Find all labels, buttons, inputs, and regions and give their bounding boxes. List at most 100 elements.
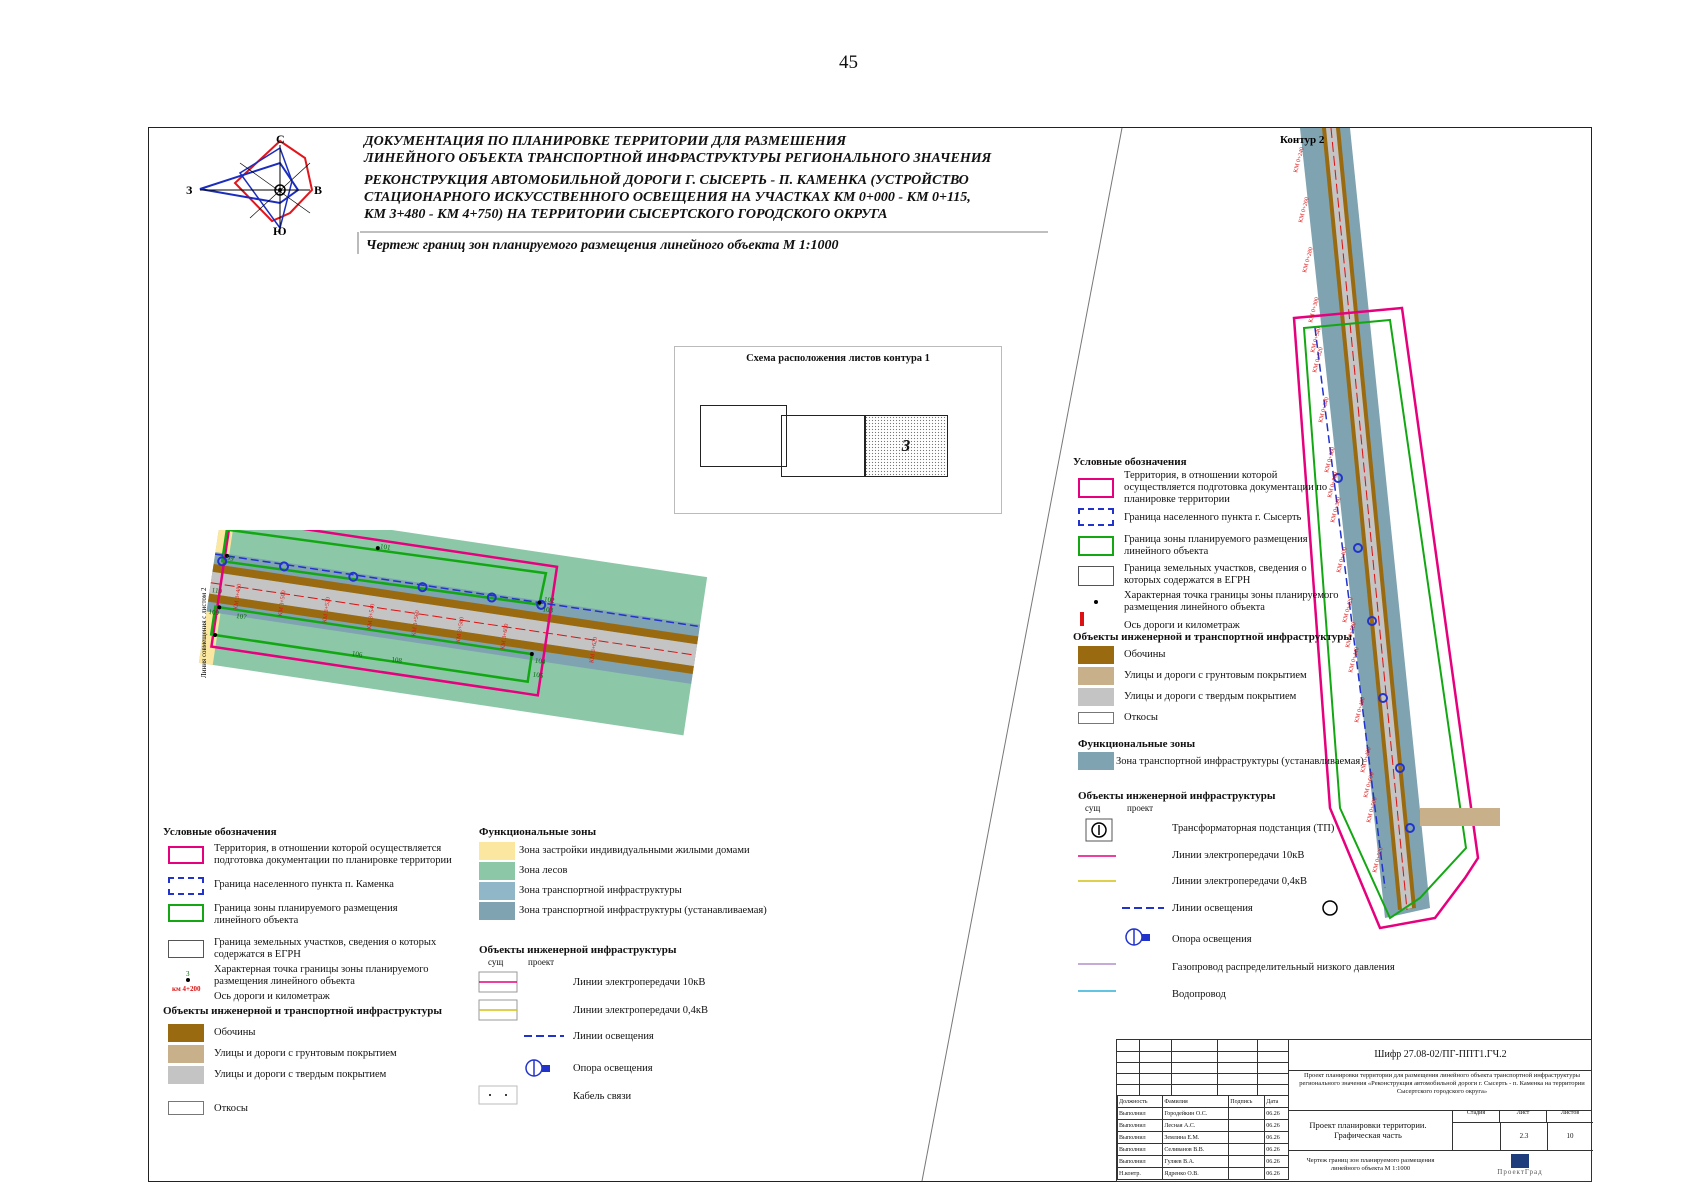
stamp-cell: [1228, 1119, 1266, 1132]
legend-right-eng-item: Газопровод распределительный низкого дав…: [1172, 962, 1395, 973]
legend-right-eng-item: Водопровод: [1172, 989, 1226, 1000]
map-contour-2: Контур 2 КМ 0+240 КМ 0+260 КМ 0+280 КМ 0…: [1280, 128, 1500, 930]
stamp-sheet-header: Лист: [1500, 1110, 1547, 1123]
legend-right-infra-item: Улицы и дороги с твердым покрытием: [1124, 691, 1297, 702]
engineering-left-item: Линии освещения: [573, 1031, 654, 1042]
legend-left-item: Ось дороги и километраж: [214, 991, 330, 1002]
stamp-stage-header: Стадия: [1453, 1110, 1500, 1123]
shoulder-bottom: [208, 593, 694, 675]
engineering-left-item: Опора освещения: [573, 1063, 653, 1074]
stamp-cell: Выполнил: [1116, 1155, 1164, 1168]
legend-right-item: Граница зоны планируемого размещения лин…: [1124, 534, 1308, 557]
zone-swatch: [168, 904, 204, 922]
legend-right-eng-item: Линии электропередачи 0,4кВ: [1172, 876, 1308, 887]
compass-n-label: С: [276, 133, 285, 146]
point-108: 108: [391, 655, 403, 665]
side-road: [1420, 808, 1500, 826]
compass-e-label: В: [314, 183, 322, 197]
zones-left-item: Зона транспортной инфраструктуры (устана…: [519, 905, 767, 916]
map-contour-1: 98 97 99 100 101 102 103 104 105 106 107…: [198, 530, 708, 736]
point-swatch: [1094, 600, 1098, 604]
transport-swatch: [479, 882, 515, 900]
stamp-cell: Городейкин О.С.: [1162, 1107, 1230, 1120]
compass-s-label: Ю: [273, 224, 287, 238]
legend-right-infra-item: Обочины: [1124, 649, 1166, 660]
title-line-3: РЕКОНСТРУКЦИЯ АВТОМОБИЛЬНОЙ ДОРОГИ Г. СЫ…: [364, 173, 969, 188]
engineering-left-item: Линии электропередачи 10кВ: [573, 977, 706, 988]
stamp-header: Фамилия: [1162, 1095, 1230, 1108]
point-110: 110: [211, 586, 223, 595]
lighting-poles: [217, 556, 547, 610]
engineering-left-heading: Объекты инженерной инфраструктуры: [479, 944, 677, 956]
zones-left-heading: Функциональные зоны: [479, 826, 597, 838]
legend-left-item: Граница зоны планируемого размещения лин…: [214, 903, 398, 926]
legend-left-infra-item: Откосы: [214, 1103, 248, 1114]
point-103: 103: [542, 605, 554, 615]
territory-swatch: [168, 846, 204, 864]
km-label: КМ 3+560: [411, 610, 421, 637]
road-axis: [1330, 128, 1408, 911]
drawing-subtitle: Чертеж границ зон планируемого размещени…: [366, 238, 839, 253]
dirt-road-swatch: [168, 1045, 204, 1063]
stamp-cell: [1228, 1167, 1266, 1180]
boundary-points: [213, 546, 542, 657]
km-sample: км 4+200: [172, 985, 201, 993]
km-label: КМ 3+540: [367, 603, 377, 630]
legend-left-infra-item: Улицы и дороги с грунтовым покрытием: [214, 1048, 397, 1059]
title-line-2: ЛИНЕЙНОГО ОБЪЕКТА ТРАНСПОРТНОЙ ИНФРАСТРУ…: [364, 151, 992, 166]
company-logo: ПроектГрад: [1465, 1154, 1575, 1180]
km-label: КМ 0+340: [1318, 397, 1331, 424]
stamp-cell: [1228, 1131, 1266, 1144]
km-label: КМ 3+500: [278, 590, 288, 617]
km-label: КМ 0+300: [1308, 297, 1321, 324]
road-axis: [210, 582, 696, 656]
legend-right-zones-item: Зона транспортной инфраструктуры (устана…: [1116, 756, 1364, 767]
stamp-cell: 06.26: [1264, 1107, 1289, 1120]
lighting-poles: [1333, 473, 1415, 833]
lighting-line: [215, 553, 700, 628]
scheme-sheet-3: 3: [864, 415, 948, 477]
legend-right-item: Граница населенного пункта г. Сысерть: [1124, 512, 1302, 523]
slope-swatch: [168, 1101, 204, 1115]
territory-boundary: [209, 530, 559, 697]
km-label: КМ 3+480: [233, 583, 243, 610]
legend-right-eng-item: Опора освещения: [1172, 934, 1252, 945]
km-label: КМ 3+600: [500, 623, 510, 650]
territory-swatch: [1078, 478, 1114, 498]
km-swatch: [1080, 612, 1084, 626]
stamp-header: Должность: [1116, 1095, 1164, 1108]
legend-right-col-project: проект: [1127, 803, 1154, 813]
stamp-cell: Выполнил: [1116, 1131, 1164, 1144]
point-99: 99: [226, 554, 235, 563]
zones-left-item: Зона транспортной инфраструктуры: [519, 885, 682, 896]
stamp-cell: Н.контр.: [1116, 1167, 1164, 1180]
stamp-cell: [1228, 1155, 1266, 1168]
stamp-cell: Выполнил: [1116, 1119, 1164, 1132]
legend-left-infra-item: Обочины: [214, 1027, 256, 1038]
engineering-left-item: Кабель связи: [573, 1091, 632, 1102]
lighting-line: [1314, 327, 1386, 889]
legend-right-infra-item: Откосы: [1124, 712, 1158, 723]
territory-boundary: [1292, 306, 1480, 930]
stamp-sheets-header: Листов: [1547, 1110, 1593, 1123]
legend-left-infra-item: Улицы и дороги с твердым покрытием: [214, 1069, 387, 1080]
zone-boundary-top: [220, 530, 548, 606]
stamp-cell: [1228, 1143, 1266, 1156]
legend-right-infra-item: Улицы и дороги с грунтовым покрытием: [1124, 670, 1307, 681]
title-line-1: ДОКУМЕНТАЦИЯ ПО ПЛАНИРОВКЕ ТЕРРИТОРИИ ДЛ…: [364, 134, 847, 149]
stamp-header-row: Должность Фамилия Подпись Дата: [1116, 1095, 1289, 1108]
legend-left-item: Граница земельных участков, сведения о к…: [214, 937, 437, 960]
transformer-icon: [1322, 900, 1338, 916]
shoulder-swatch: [1078, 646, 1114, 664]
hard-road-swatch: [168, 1066, 204, 1084]
stamp-cell: 06.26: [1264, 1167, 1289, 1180]
settlement-swatch: [168, 877, 204, 895]
stamp-header: Дата: [1264, 1095, 1289, 1108]
engineering-left-swatches: [478, 971, 564, 1105]
company-name: ПроектГрад: [1497, 1168, 1543, 1176]
stamp-section: Проект планировки территории. Графическа…: [1309, 1120, 1427, 1140]
